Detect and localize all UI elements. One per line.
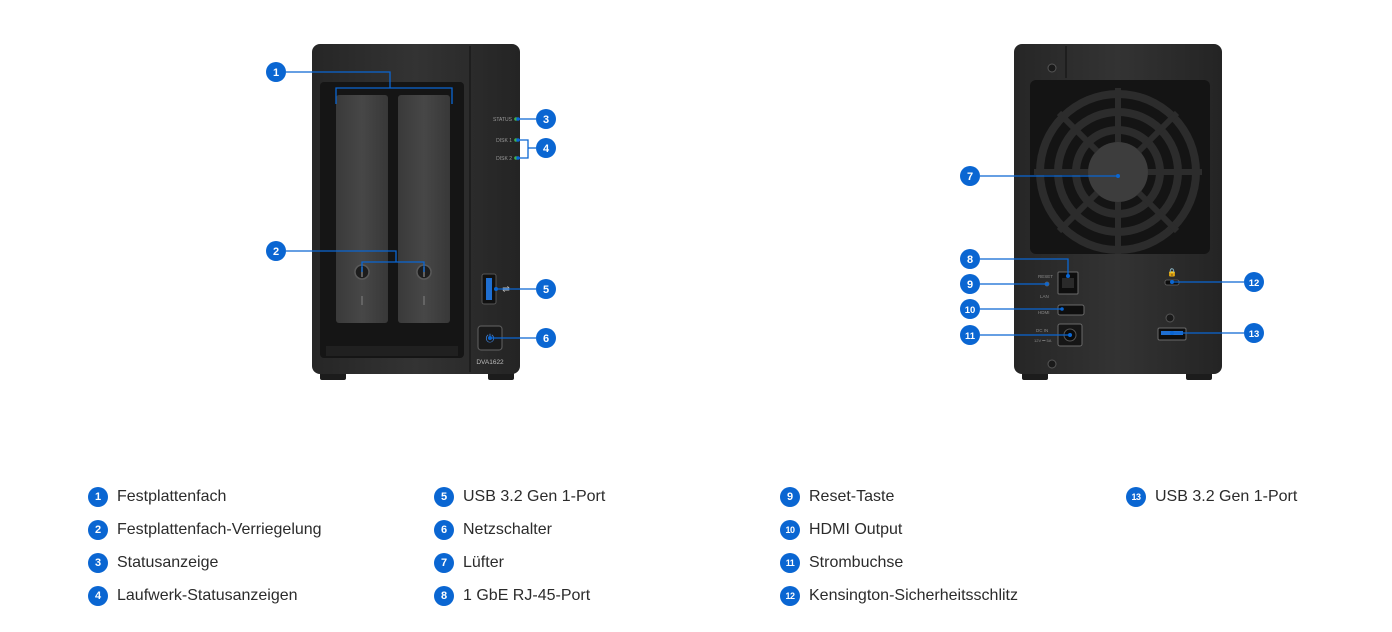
rear-view: RESET LAN HDMI DC IN 12V ⎓ 5A 🔒 (1014, 44, 1222, 380)
legend-column-4: 13 USB 3.2 Gen 1-Port (1126, 480, 1366, 513)
legend-label: USB 3.2 Gen 1-Port (1155, 487, 1298, 505)
legend-column-1: 1 Festplattenfach 2 Festplattenfach-Verrie… (88, 480, 428, 612)
drive-tray-left (336, 95, 388, 323)
legend-label: HDMI Output (809, 520, 903, 538)
svg-text:1: 1 (273, 67, 279, 79)
legend-item: 5 USB 3.2 Gen 1-Port (434, 480, 774, 513)
screw (1165, 313, 1175, 323)
svg-text:5: 5 (543, 284, 549, 296)
legend-label: Lüfter (463, 553, 504, 571)
legend-label: Kensington-Sicherheitsschlitz (809, 586, 1018, 604)
callout-8: 8 (960, 249, 980, 269)
lan-label: LAN (1040, 294, 1049, 299)
svg-text:10: 10 (965, 305, 976, 316)
legend-number-badge: 3 (88, 552, 108, 573)
svg-text:3: 3 (543, 114, 549, 126)
callout-11: 11 (960, 325, 980, 345)
svg-text:11: 11 (965, 331, 976, 342)
legend-item: 12 Kensington-Sicherheitsschlitz (780, 579, 1120, 612)
legend-number-badge: 6 (434, 519, 454, 540)
front-view: STATUS DISK 1 DISK 2 ⇌ ⏻ DVA1622 (312, 44, 520, 380)
legend-label: Laufwerk-Statusanzeigen (117, 586, 298, 604)
legend-number-badge: 1 (88, 486, 108, 507)
screw (1047, 359, 1057, 369)
legend-number-badge: 5 (434, 486, 454, 507)
hdmi-label: HDMI (1038, 310, 1050, 315)
disk2-led-label: DISK 2 (496, 156, 512, 162)
leader-lines (286, 71, 1244, 339)
callout-10: 10 (960, 299, 980, 319)
disk1-led-label: DISK 1 (496, 138, 512, 144)
legend-label: Reset-Taste (809, 487, 895, 505)
legend-label: Netzschalter (463, 520, 552, 538)
legend-item: 11 Strombuchse (780, 546, 1120, 579)
callout-9: 9 (960, 274, 980, 294)
legend-number-badge: 12 (780, 585, 800, 606)
legend-item: 7 Lüfter (434, 546, 774, 579)
legend-number-badge: 9 (780, 486, 800, 507)
legend-item: 2 Festplattenfach-Verriegelung (88, 513, 428, 546)
legend-label: Festplattenfach (117, 487, 227, 505)
device-diagram: STATUS DISK 1 DISK 2 ⇌ ⏻ DVA1622 (266, 44, 1264, 380)
legend-number-badge: 2 (88, 519, 108, 540)
drive-tray-right (398, 95, 450, 323)
callout-13: 13 (1244, 323, 1264, 343)
lock-icon: 🔒 (1167, 268, 1177, 277)
legend-number-badge: 4 (88, 585, 108, 606)
svg-text:6: 6 (543, 333, 549, 345)
legend-item: 3 Statusanzeige (88, 546, 428, 579)
legend-column-2: 5 USB 3.2 Gen 1-Port 6 Netzschalter 7 Lüfte… (434, 480, 774, 612)
legend-label: Festplattenfach-Verriegelung (117, 520, 322, 538)
callout-7: 7 (960, 166, 980, 186)
callout-1: 1 (266, 62, 286, 82)
legend-label: Strombuchse (809, 553, 904, 571)
legend-number-badge: 10 (780, 519, 800, 540)
leader-dots (488, 117, 1174, 340)
callout-2: 2 (266, 241, 286, 261)
callout-12: 12 (1244, 272, 1264, 292)
callout-3: 3 (536, 109, 556, 129)
callout-4: 4 (536, 138, 556, 158)
legend-column-3: 9 Reset-Taste 10 HDMI Output 11 Strombuchse… (780, 480, 1120, 612)
svg-text:13: 13 (1249, 329, 1260, 340)
legend-label: Statusanzeige (117, 553, 219, 571)
legend-item: 6 Netzschalter (434, 513, 774, 546)
legend-item: 8 1 GbE RJ-45-Port (434, 579, 774, 612)
svg-text:12: 12 (1249, 278, 1260, 289)
dc-in-label: DC IN (1036, 328, 1048, 333)
dc-rating-label: 12V ⎓ 5A (1034, 338, 1052, 343)
legend-number-badge: 11 (780, 552, 800, 573)
svg-text:9: 9 (967, 279, 973, 291)
legend-number-badge: 8 (434, 585, 454, 606)
legend-number-badge: 7 (434, 552, 454, 573)
legend-label: 1 GbE RJ-45-Port (463, 586, 591, 604)
screw (1047, 63, 1057, 73)
model-label: DVA1622 (476, 359, 504, 366)
reset-label: RESET (1038, 274, 1053, 279)
legend-number-badge: 13 (1126, 486, 1146, 507)
hdmi-port (1057, 304, 1085, 316)
fan-grille (1030, 80, 1210, 254)
fan-hub (1088, 142, 1148, 202)
legend-item: 9 Reset-Taste (780, 480, 1120, 513)
svg-text:7: 7 (967, 171, 973, 183)
legend-item: 4 Laufwerk-Statusanzeigen (88, 579, 428, 612)
status-led-label: STATUS (493, 117, 513, 123)
legend-item: 1 Festplattenfach (88, 480, 428, 513)
svg-text:2: 2 (273, 246, 279, 258)
legend-item: 10 HDMI Output (780, 513, 1120, 546)
svg-text:4: 4 (543, 143, 550, 155)
callout-6: 6 (536, 328, 556, 348)
svg-text:8: 8 (967, 254, 973, 266)
legend-item: 13 USB 3.2 Gen 1-Port (1126, 480, 1366, 513)
legend-label: USB 3.2 Gen 1-Port (463, 487, 606, 505)
callout-5: 5 (536, 279, 556, 299)
